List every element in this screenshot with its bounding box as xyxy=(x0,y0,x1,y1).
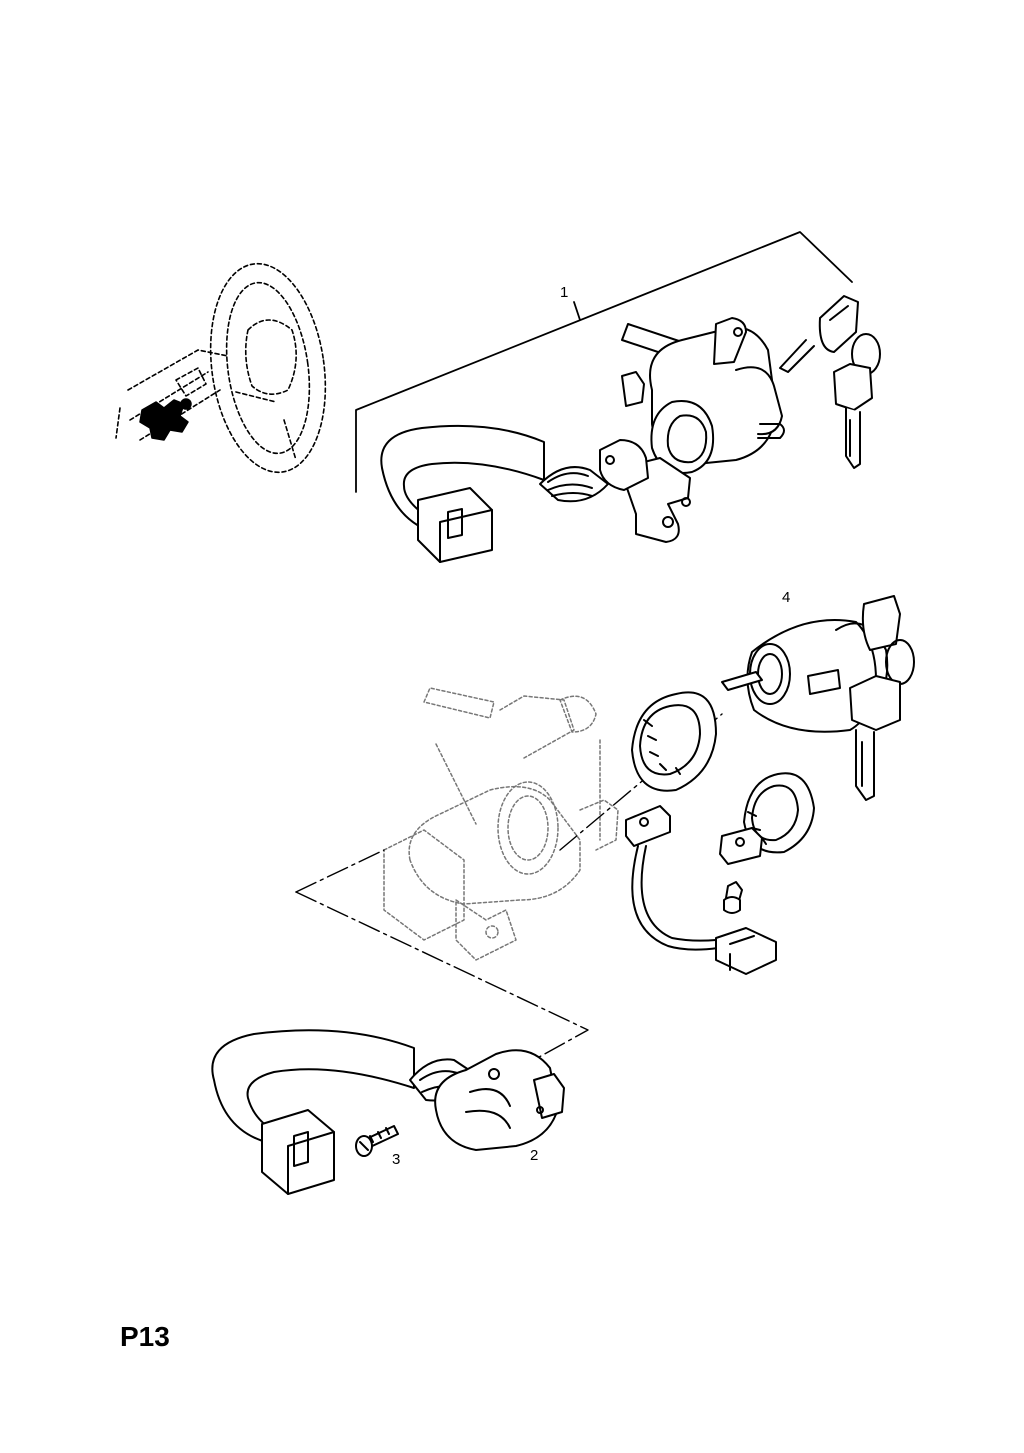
callout-3: 3 xyxy=(392,1151,401,1168)
key-set-lower xyxy=(849,595,915,801)
clamp-ring-with-lead xyxy=(625,691,777,975)
key-set-upper xyxy=(779,295,881,469)
screw-item-3 xyxy=(355,1125,399,1157)
steering-lock-highlight xyxy=(139,398,192,441)
ghosted-housing xyxy=(383,687,619,961)
lock-housing-assembly xyxy=(380,317,785,563)
steering-wheel-locator xyxy=(115,262,327,474)
ignition-switch-assembly xyxy=(211,1029,565,1195)
callout-4: 4 xyxy=(782,589,791,606)
page-code: P13 xyxy=(120,1321,170,1352)
callout-2: 2 xyxy=(530,1147,539,1164)
clamp-ring-spare xyxy=(719,772,815,865)
assembly-bracket xyxy=(355,231,853,493)
callout-1: 1 xyxy=(560,284,569,301)
small-screw xyxy=(723,881,743,914)
